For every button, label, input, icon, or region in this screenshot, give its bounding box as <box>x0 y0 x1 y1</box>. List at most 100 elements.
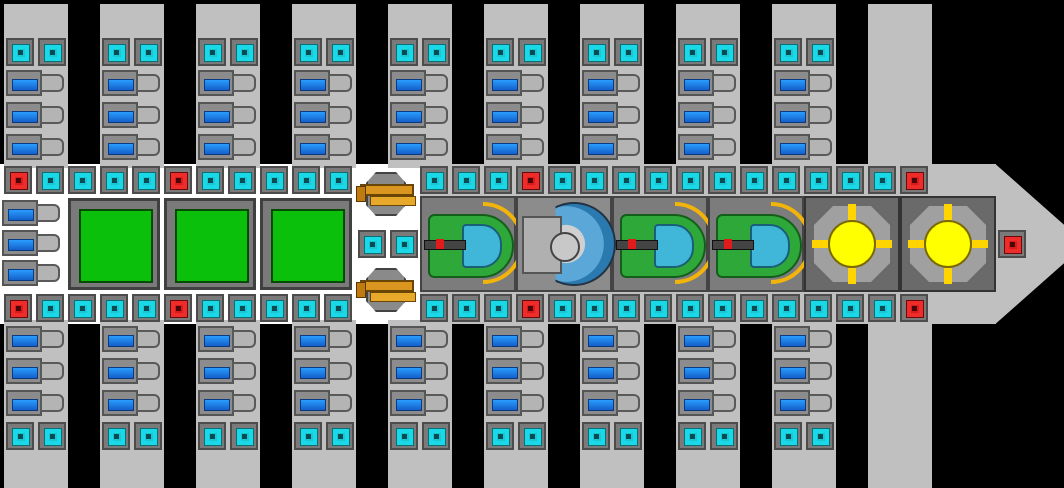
thruster-glow <box>12 367 38 379</box>
thruster-icon <box>102 102 162 128</box>
conduit-node-icon <box>358 230 386 258</box>
conduit-node-icon <box>772 294 800 322</box>
thruster-icon <box>198 358 258 384</box>
conduit-node-icon <box>228 166 256 194</box>
thruster-housing <box>390 134 426 160</box>
thruster-glow <box>8 209 34 221</box>
thruster-glow <box>108 399 134 411</box>
thruster-housing <box>774 70 810 96</box>
thruster-glow <box>492 367 518 379</box>
thruster-icon <box>582 358 642 384</box>
conduit-node-icon <box>486 38 514 66</box>
alert-node-icon <box>4 166 32 194</box>
cargo-bay-floor <box>79 209 153 283</box>
thruster-nozzle <box>520 394 544 412</box>
thruster-icon <box>6 326 66 352</box>
conduit-node-icon <box>740 294 768 322</box>
thruster-housing <box>486 102 522 128</box>
cargo-bay-floor <box>175 209 249 283</box>
thruster-housing <box>6 134 42 160</box>
conduit-node-icon <box>868 166 896 194</box>
thruster-icon <box>294 134 354 160</box>
thruster-glow <box>492 143 518 155</box>
thruster-nozzle <box>136 106 160 124</box>
thruster-glow <box>12 335 38 347</box>
thruster-icon <box>6 102 66 128</box>
alert-node-icon <box>4 294 32 322</box>
thruster-icon <box>6 134 66 160</box>
thruster-nozzle <box>328 330 352 348</box>
thruster-icon <box>774 102 834 128</box>
cannon-cap <box>356 186 366 202</box>
thruster-icon <box>582 326 642 352</box>
thruster-housing <box>2 200 38 226</box>
thruster-housing <box>678 134 714 160</box>
conduit-node-icon <box>484 166 512 194</box>
conduit-node-icon <box>612 294 640 322</box>
thruster-icon <box>102 326 162 352</box>
thruster-housing <box>678 326 714 352</box>
thruster-icon <box>6 358 66 384</box>
thruster-icon <box>582 134 642 160</box>
conduit-node-icon <box>486 422 514 450</box>
thruster-nozzle <box>40 394 64 412</box>
conduit-node-icon <box>452 294 480 322</box>
conduit-node-icon <box>36 166 64 194</box>
generator-arm-right <box>972 240 988 248</box>
thruster-glow <box>108 367 134 379</box>
thruster-glow <box>396 143 422 155</box>
thruster-icon <box>198 70 258 96</box>
thruster-housing <box>582 358 618 384</box>
thruster-icon <box>198 390 258 416</box>
thruster-glow <box>300 399 326 411</box>
thruster-glow <box>108 143 134 155</box>
thruster-nozzle <box>232 362 256 380</box>
thruster-icon <box>6 390 66 416</box>
thruster-icon <box>390 326 450 352</box>
thruster-nozzle <box>232 394 256 412</box>
thruster-housing <box>774 358 810 384</box>
thruster-nozzle <box>616 74 640 92</box>
conduit-node-icon <box>390 422 418 450</box>
thruster-icon <box>390 390 450 416</box>
alert-node-icon <box>900 166 928 194</box>
thruster-housing <box>390 390 426 416</box>
conduit-node-icon <box>294 422 322 450</box>
generator-arm-top <box>848 204 856 220</box>
thruster-icon <box>102 70 162 96</box>
thruster-glow <box>492 335 518 347</box>
conduit-node-icon <box>644 166 672 194</box>
thruster-housing <box>102 326 138 352</box>
thruster-housing <box>198 134 234 160</box>
thruster-housing <box>774 326 810 352</box>
thruster-nozzle <box>136 362 160 380</box>
thruster-glow <box>12 111 38 123</box>
thruster-glow <box>684 335 710 347</box>
thruster-nozzle <box>520 362 544 380</box>
thruster-glow <box>492 111 518 123</box>
thruster-housing <box>486 326 522 352</box>
conduit-node-icon <box>198 422 226 450</box>
thruster-nozzle <box>616 394 640 412</box>
thruster-glow <box>780 335 806 347</box>
thruster-nozzle <box>328 74 352 92</box>
thruster-housing <box>678 390 714 416</box>
cannon-barrel <box>360 184 414 196</box>
thruster-nozzle <box>36 234 60 252</box>
thruster-housing <box>102 70 138 96</box>
cargo-bay-icon <box>260 198 352 290</box>
thruster-icon <box>582 102 642 128</box>
thruster-glow <box>204 335 230 347</box>
conduit-node-icon <box>420 166 448 194</box>
thruster-icon <box>294 326 354 352</box>
conduit-node-icon <box>324 294 352 322</box>
thruster-icon <box>2 200 62 226</box>
thruster-nozzle <box>328 138 352 156</box>
thruster-icon <box>390 70 450 96</box>
conduit-node-icon <box>612 166 640 194</box>
thruster-icon <box>390 102 450 128</box>
conduit-node-icon <box>836 166 864 194</box>
thruster-housing <box>6 326 42 352</box>
conduit-node-icon <box>292 166 320 194</box>
thruster-glow <box>8 269 34 281</box>
